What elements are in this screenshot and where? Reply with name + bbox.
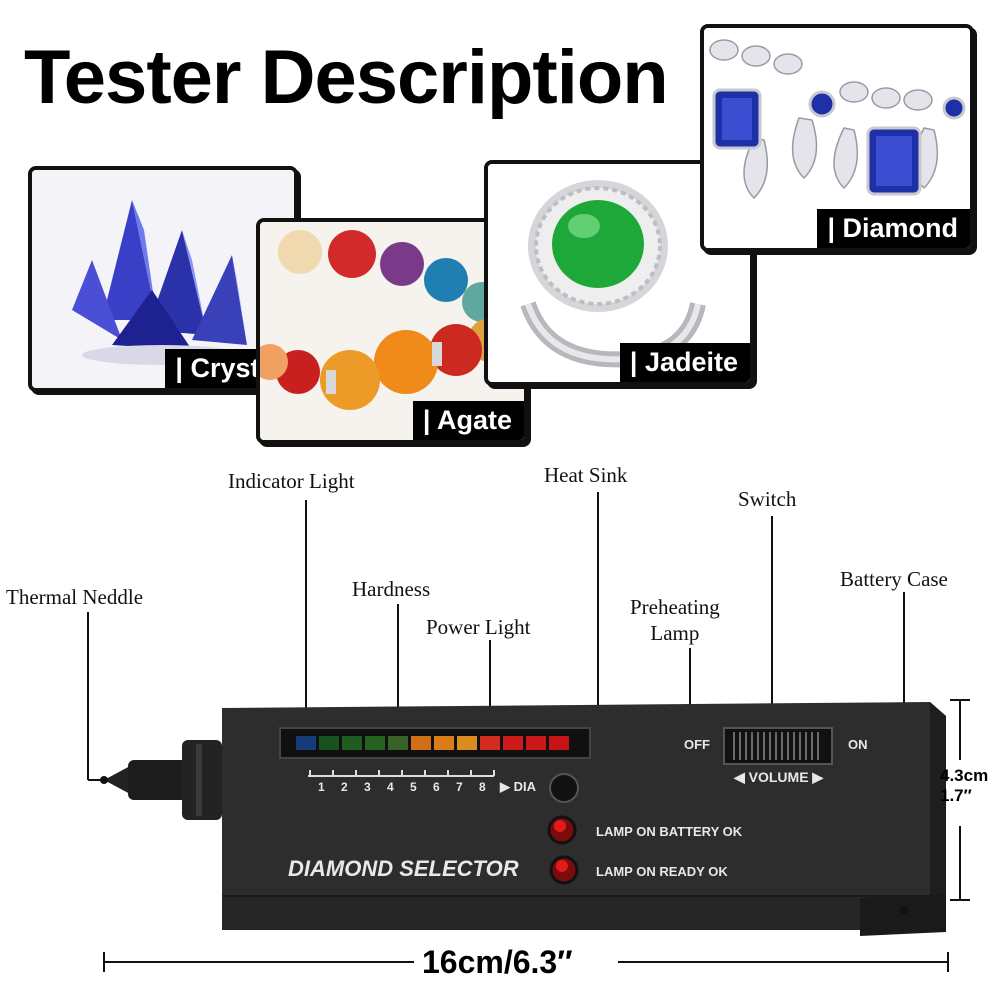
led-segment — [503, 736, 523, 750]
brand-label: DIAMOND SELECTOR — [288, 856, 519, 881]
diamond-card: | Diamond — [700, 24, 974, 252]
led-segment — [365, 736, 385, 750]
callout-thermal-needle: Thermal Neddle — [6, 585, 144, 609]
led-segment — [457, 736, 477, 750]
dimension-lines — [103, 699, 970, 972]
callout-preheating-line1: Preheating — [630, 595, 720, 619]
off-label: OFF — [684, 737, 710, 752]
jadeite-card: | Jadeite — [484, 160, 754, 386]
jadeite-ring-image — [488, 164, 750, 382]
page-title: Tester Description — [24, 35, 669, 120]
scale-number: 1 — [318, 780, 325, 794]
scale-number: 2 — [341, 780, 348, 794]
scale-number: 4 — [387, 780, 394, 794]
scale-number: 5 — [410, 780, 417, 794]
scale-number: 8 — [479, 780, 486, 794]
scale-number: 7 — [456, 780, 463, 794]
callout-battery-case: Battery Case — [840, 567, 948, 591]
height-dimension: 4.3cm 1.7″ — [940, 766, 988, 805]
jadeite-label: | Jadeite — [619, 343, 750, 382]
dia-label: ▶ DIA — [500, 779, 536, 794]
scale-number: 3 — [364, 780, 371, 794]
led-segment — [296, 736, 316, 750]
agate-label: | Agate — [412, 401, 524, 440]
callout-hardness: Hardness — [352, 577, 431, 601]
volume-label: ◀ VOLUME ▶ — [734, 769, 824, 785]
callout-power-light: Power Light — [426, 615, 531, 639]
length-dimension: 16cm/6.3″ — [422, 944, 573, 980]
led-segment — [480, 736, 500, 750]
callout-heat-sink: Heat Sink — [544, 463, 628, 487]
callout-switch: Switch — [738, 487, 797, 511]
led-segment — [549, 736, 569, 750]
led-segment — [388, 736, 408, 750]
diamond-tester-device — [87, 492, 970, 972]
diamond-necklace-image — [704, 28, 970, 248]
scale-number: 6 — [433, 780, 440, 794]
led-bar-strip — [296, 736, 569, 750]
on-label: ON — [848, 737, 868, 752]
lamp-battery-label: LAMP ON BATTERY OK — [596, 824, 743, 839]
callout-preheating-line2: Lamp — [650, 621, 700, 646]
led-segment — [319, 736, 339, 750]
led-segment — [411, 736, 431, 750]
led-segment — [342, 736, 362, 750]
crystal-image — [32, 170, 294, 388]
lamp-ready-label: LAMP ON READY OK — [596, 864, 728, 879]
height-cm: 4.3cm — [940, 766, 989, 785]
height-in: 1.7″ — [940, 785, 972, 805]
led-segment — [434, 736, 454, 750]
callout-indicator-light: Indicator Light — [228, 469, 355, 493]
callout-preheating-lamp: Preheating Lamp — [630, 594, 720, 647]
diamond-label: | Diamond — [817, 209, 970, 248]
led-segment — [526, 736, 546, 750]
